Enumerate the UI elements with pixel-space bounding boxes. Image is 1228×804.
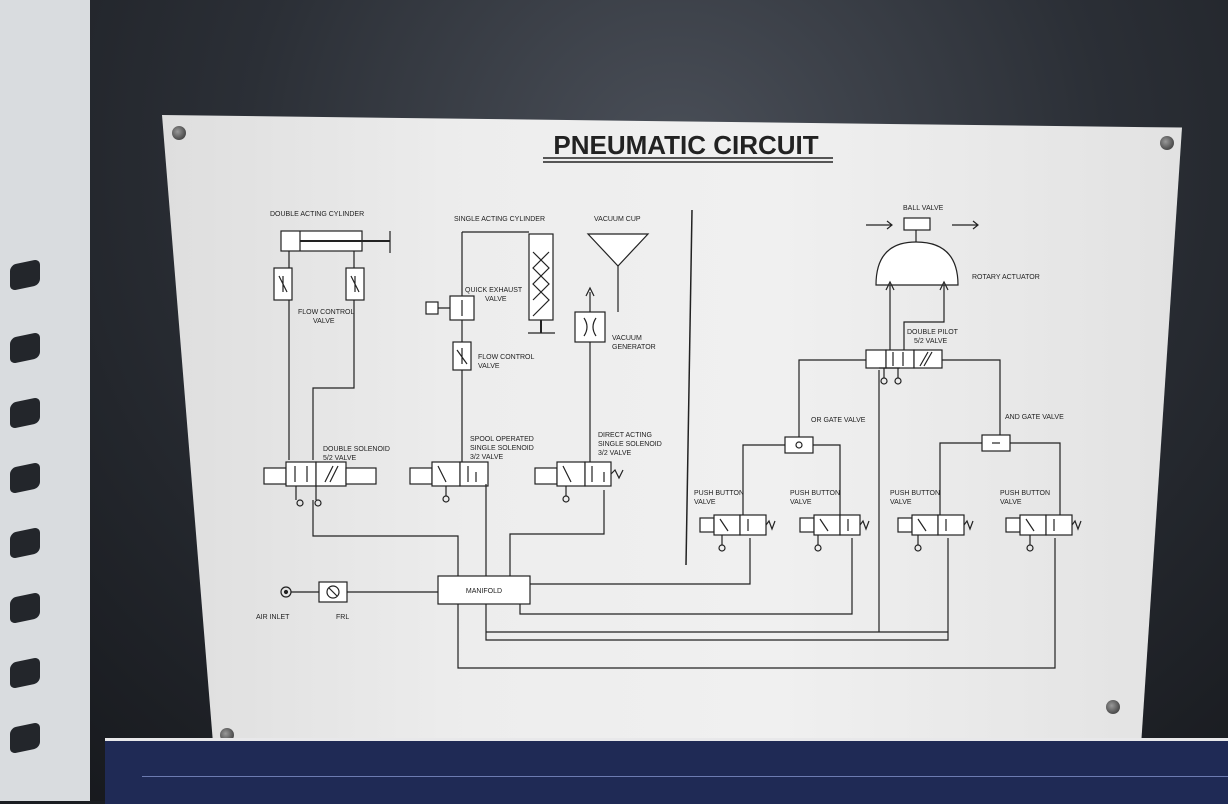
spool-operated-valve	[409, 461, 489, 503]
air-inlet-dot	[283, 589, 289, 595]
double-pilot-label: DOUBLE PILOT	[907, 329, 959, 336]
quick-exhaust-label: VALVE	[485, 296, 507, 303]
push-button-label: PUSH BUTTON	[694, 490, 744, 497]
flow-control-label: FLOW CONTROL	[298, 309, 354, 316]
supply-line	[878, 367, 900, 632]
screw-top-right	[1160, 136, 1174, 150]
manifold-line	[485, 538, 949, 641]
spool-operated-label: 3/2 VALVE	[470, 454, 504, 461]
push-button-label: PUSH BUTTON	[790, 490, 840, 497]
flow-control-valve-single	[452, 341, 472, 371]
push-button-label: VALVE	[890, 499, 912, 506]
direct-acting-label: SINGLE SOLENOID	[598, 441, 662, 448]
double-pilot-valve	[865, 349, 943, 385]
push-button-valve-4	[1005, 514, 1082, 552]
rotary-actuator-label: ROTARY ACTUATOR	[972, 274, 1040, 281]
single-cylinder-line	[461, 231, 529, 296]
push-button-label: PUSH BUTTON	[1000, 490, 1050, 497]
spool-operated-label: SPOOL OPERATED	[470, 436, 534, 443]
pilot-lines	[798, 359, 1001, 443]
and-gate-label: AND GATE VALVE	[1005, 414, 1064, 421]
or-gate-label: OR GATE VALVE	[811, 417, 866, 424]
vacuum-cup	[586, 233, 650, 267]
air-inlet-label: AIR INLET	[256, 614, 290, 621]
lower-panel	[105, 738, 1228, 804]
vacuum-generator	[574, 286, 606, 343]
diagram-title: PNEUMATIC CIRCUIT	[553, 130, 818, 160]
push-button-valve-1	[699, 514, 776, 552]
single-acting-cylinder-label: SINGLE ACTING CYLINDER	[454, 216, 545, 223]
push-button-label: VALVE	[694, 499, 716, 506]
manifold-line	[530, 538, 751, 585]
push-button-label: VALVE	[1000, 499, 1022, 506]
direct-acting-label: DIRECT ACTING	[598, 432, 652, 439]
manifold	[437, 575, 531, 605]
push-button-valve-3	[897, 514, 974, 552]
vacuum-generator-label: GENERATOR	[612, 344, 656, 351]
circuit-plate	[162, 115, 1182, 743]
double-solenoid-valve	[263, 461, 377, 507]
manifold-line	[312, 500, 459, 576]
actuator-lines	[885, 280, 949, 350]
double-acting-cylinder	[280, 230, 391, 253]
section-divider	[685, 209, 693, 566]
direct-acting-label: 3/2 VALVE	[598, 450, 632, 457]
or-gate-lines	[742, 444, 841, 515]
vacuum-cup-label: VACUUM CUP	[594, 216, 641, 223]
double-solenoid-label: DOUBLE SOLENOID	[323, 446, 390, 453]
flow-control-valve-left	[273, 267, 293, 301]
flow-control-valve-right	[345, 267, 365, 301]
manifold-line	[457, 538, 1056, 669]
frl-unit	[318, 581, 348, 603]
frl-label: FRL	[336, 614, 349, 621]
flow-control-label: VALVE	[478, 363, 500, 370]
quick-exhaust-label: QUICK EXHAUST	[465, 287, 523, 294]
vacuum-generator-label: VACUUM	[612, 335, 642, 342]
double-acting-cylinder-label: DOUBLE ACTING CYLINDER	[270, 211, 364, 218]
flow-control-label: VALVE	[313, 318, 335, 325]
and-gate-lines	[939, 442, 1061, 515]
lower-panel-edge	[142, 776, 1228, 802]
ball-valve-label: BALL VALVE	[903, 205, 944, 212]
direct-acting-valve	[534, 461, 624, 503]
cylinder-lines	[288, 251, 355, 460]
ball-valve	[866, 217, 979, 242]
push-button-label: PUSH BUTTON	[890, 490, 940, 497]
spool-operated-label: SINGLE SOLENOID	[470, 445, 534, 452]
screw-bottom-right	[1106, 700, 1120, 714]
ventilation-grille	[0, 0, 90, 801]
manifold-line	[485, 484, 605, 576]
screw-top-left	[172, 126, 186, 140]
manifold-label: MANIFOLD	[466, 588, 502, 595]
quick-exhaust-valve	[425, 295, 475, 321]
push-button-valve-2	[799, 514, 870, 552]
or-gate-valve	[784, 436, 814, 454]
and-gate-valve	[981, 434, 1011, 452]
flow-control-label: FLOW CONTROL	[478, 354, 534, 361]
push-button-label: VALVE	[790, 499, 812, 506]
rotary-actuator	[875, 241, 959, 286]
double-solenoid-label: 5/2 VALVE	[323, 455, 357, 462]
double-pilot-label: 5/2 VALVE	[914, 338, 948, 345]
manifold-line	[519, 538, 853, 615]
single-acting-cylinder	[528, 233, 555, 334]
